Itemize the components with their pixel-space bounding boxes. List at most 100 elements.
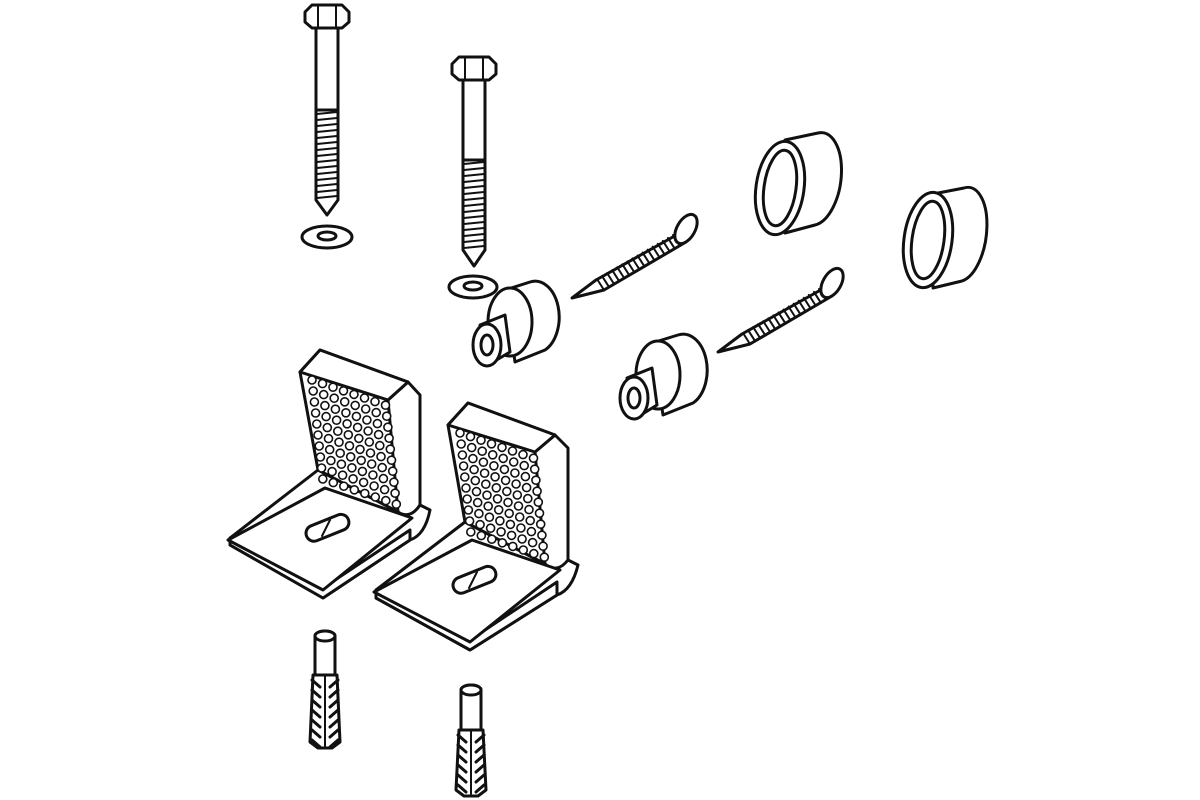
dot xyxy=(357,466,368,477)
thread-line xyxy=(797,299,807,313)
dot xyxy=(480,479,491,490)
plug-fin xyxy=(310,728,322,739)
dot xyxy=(469,464,479,475)
dot xyxy=(464,516,475,526)
dot xyxy=(519,460,530,471)
angle-bracket-2 xyxy=(372,401,580,652)
dot xyxy=(461,483,471,493)
dot xyxy=(501,486,512,497)
ring-2 xyxy=(901,185,989,290)
thread-line xyxy=(742,332,751,345)
dot xyxy=(539,552,550,563)
dot xyxy=(511,479,521,489)
plug-fin xyxy=(456,743,468,754)
thread-line xyxy=(812,290,822,304)
dot xyxy=(314,441,325,451)
plug-fin xyxy=(310,708,322,719)
dot xyxy=(338,385,349,396)
dot xyxy=(344,440,355,451)
dot xyxy=(476,530,487,541)
dot xyxy=(366,459,377,469)
dot xyxy=(380,495,391,506)
plug-fin xyxy=(328,738,340,749)
dot xyxy=(484,512,495,523)
dot xyxy=(336,459,347,470)
thread-line xyxy=(666,236,676,250)
dot xyxy=(474,508,484,519)
thread-line xyxy=(626,260,636,274)
dot xyxy=(387,466,398,477)
dot xyxy=(538,541,548,552)
dot xyxy=(316,463,327,473)
thread-line xyxy=(463,227,485,231)
dot xyxy=(329,393,340,404)
plug-fin xyxy=(328,678,340,689)
plug-fin xyxy=(328,728,340,739)
dot xyxy=(516,523,526,533)
thread-line xyxy=(316,159,338,163)
thread-line xyxy=(601,275,611,289)
dot xyxy=(493,504,504,515)
nail-2 xyxy=(716,266,845,354)
dot xyxy=(485,523,496,534)
dot xyxy=(355,444,365,455)
thread-line xyxy=(463,245,485,249)
dot xyxy=(326,455,336,466)
plug-fin xyxy=(328,708,340,719)
dot xyxy=(380,400,391,411)
dot xyxy=(330,404,341,415)
thread-line xyxy=(316,177,338,181)
thread-line xyxy=(316,129,338,133)
dot xyxy=(483,501,494,512)
dot xyxy=(384,433,394,444)
thread-line xyxy=(636,254,646,268)
dot xyxy=(479,468,490,479)
dot xyxy=(531,475,541,486)
plug-fin xyxy=(474,763,486,774)
dot xyxy=(507,541,518,552)
dot xyxy=(313,430,323,440)
dot xyxy=(307,375,317,385)
dot xyxy=(496,526,506,537)
dot xyxy=(363,426,373,436)
thread-line xyxy=(631,257,641,271)
dot xyxy=(504,508,515,519)
thread-line xyxy=(463,215,485,219)
thread-line xyxy=(316,147,338,151)
dot xyxy=(507,446,518,456)
dot xyxy=(495,515,505,526)
thread-line xyxy=(463,191,485,195)
dot xyxy=(508,457,519,467)
thread-line xyxy=(316,135,338,139)
dot xyxy=(328,477,339,488)
ring-1 xyxy=(753,131,843,237)
dot xyxy=(353,433,364,444)
dot xyxy=(334,437,344,448)
dot xyxy=(465,527,476,537)
dot xyxy=(356,455,367,466)
plug-fin xyxy=(474,773,486,784)
dot xyxy=(513,501,524,511)
plug-fin xyxy=(474,743,486,754)
dot xyxy=(337,470,348,481)
dot xyxy=(503,497,513,508)
dot xyxy=(466,442,477,453)
dot xyxy=(470,475,481,486)
dot xyxy=(465,431,476,442)
dot xyxy=(370,492,381,502)
dot xyxy=(476,435,486,446)
dot xyxy=(347,462,357,473)
dot xyxy=(457,450,468,460)
dot xyxy=(490,471,500,482)
plug-fin xyxy=(310,718,322,729)
thread-line xyxy=(792,302,802,316)
dot xyxy=(518,545,529,555)
dot xyxy=(318,389,329,400)
dot xyxy=(348,473,358,484)
dot xyxy=(349,484,360,495)
dot xyxy=(455,428,465,438)
plug-fin xyxy=(474,753,486,764)
plug-fin xyxy=(328,688,340,699)
dot xyxy=(391,499,402,510)
dot xyxy=(486,438,497,449)
